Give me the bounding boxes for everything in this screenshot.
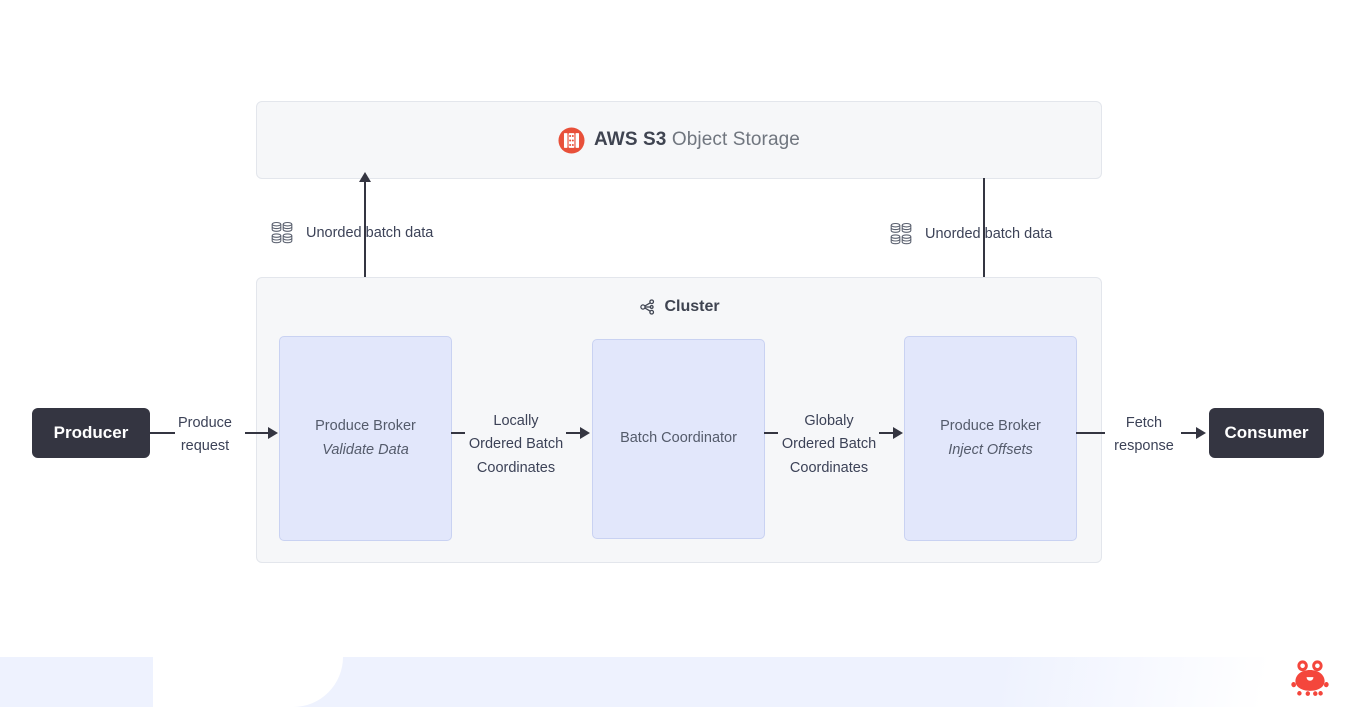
- edge-label-fetch-response: Fetch response: [1114, 415, 1174, 455]
- connector-broker1-stub: [451, 432, 465, 434]
- aws-s3-icon: [558, 126, 585, 154]
- connector-to-consumer: [1181, 432, 1201, 434]
- node-subtitle: Validate Data: [322, 441, 409, 458]
- endpoint-producer[interactable]: Producer: [32, 408, 150, 458]
- node-title: Produce Broker: [315, 418, 416, 435]
- unordered-batch-data-left-label: Unorded batch data: [306, 225, 434, 241]
- aws-s3-container: AWS S3 Object Storage: [256, 101, 1102, 179]
- arrow-right-to-broker1: [268, 427, 278, 439]
- node-produce-broker-inject[interactable]: Produce Broker Inject Offsets: [904, 336, 1077, 541]
- node-subtitle: Inject Offsets: [948, 441, 1033, 458]
- edge-label-locally-ordered: Locally Ordered Batch Coordinates: [468, 413, 564, 476]
- arrow-right-to-coordinator: [580, 427, 590, 439]
- endpoint-consumer[interactable]: Consumer: [1209, 408, 1324, 458]
- connector-s3-to-broker2: [983, 178, 985, 330]
- connector-to-broker1: [245, 432, 269, 434]
- node-produce-broker-validate[interactable]: Produce Broker Validate Data: [279, 336, 452, 541]
- database-stack-icon: [271, 221, 297, 245]
- connector-producer-stub: [150, 432, 175, 434]
- aws-s3-brand: AWS S3: [594, 129, 667, 150]
- connector-broker2-stub: [1076, 432, 1105, 434]
- cluster-title: Cluster: [664, 298, 720, 315]
- edge-label-globaly-ordered: Globaly Ordered Batch Coordinates: [781, 413, 877, 476]
- aws-s3-name: Object Storage: [671, 129, 800, 150]
- connector-to-broker2: [879, 432, 895, 434]
- connector-coordinator-stub: [764, 432, 778, 434]
- node-title: Batch Coordinator: [620, 430, 737, 447]
- arrow-right-to-broker2: [893, 427, 903, 439]
- cluster-nodes-icon: [638, 298, 656, 316]
- node-batch-coordinator[interactable]: Batch Coordinator: [592, 339, 765, 539]
- aws-s3-title: AWS S3 Object Storage: [594, 129, 800, 151]
- connector-to-coordinator: [566, 432, 582, 434]
- bottom-band-notch: [153, 657, 343, 707]
- unordered-batch-data-right: Unorded batch data: [890, 222, 1052, 246]
- arrow-right-to-consumer: [1196, 427, 1206, 439]
- cluster-header: Cluster: [257, 298, 1101, 316]
- edge-label-produce-request: Produce request: [177, 415, 232, 455]
- unordered-batch-data-left: Unorded batch data: [271, 221, 433, 245]
- node-title: Produce Broker: [940, 418, 1041, 435]
- unordered-batch-data-right-label: Unorded batch data: [925, 226, 1053, 242]
- arrow-up-to-s3: [359, 172, 371, 182]
- database-stack-icon: [890, 222, 916, 246]
